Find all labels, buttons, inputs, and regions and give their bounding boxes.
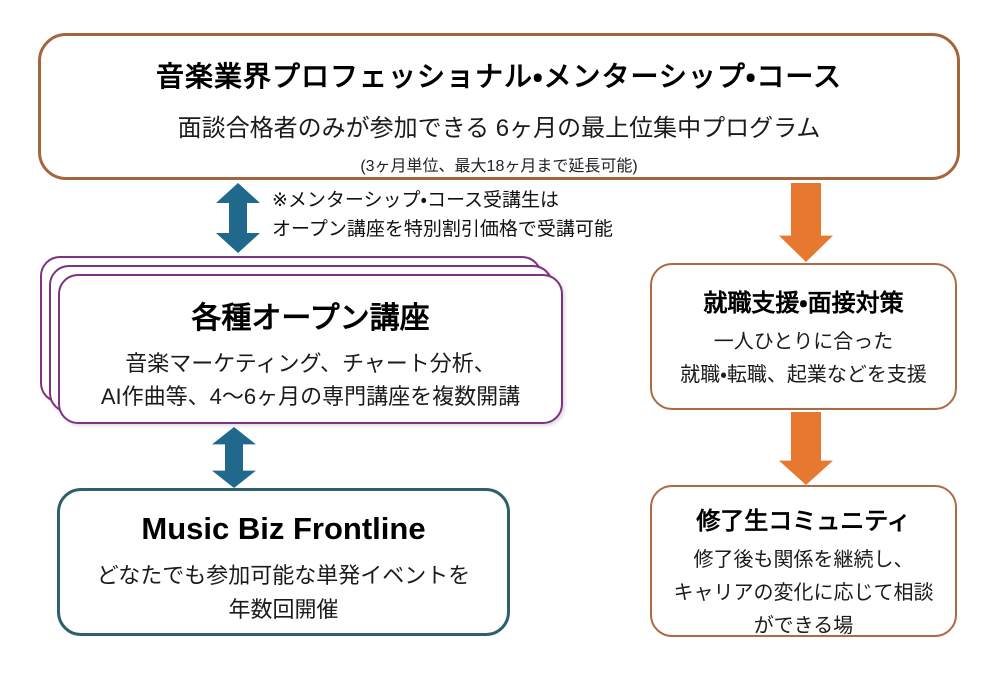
open-courses-body-line2: AI作曲等、4～6ヶ月の専門講座を複数開講 xyxy=(100,384,521,409)
open-courses-title: 各種オープン講座 xyxy=(191,302,430,335)
career-support-box: 就職支援・面接対策 一人ひとりに合った 就職・転職、起業などを支援 xyxy=(650,263,957,410)
career-support-body-line2: 就職・転職、起業などを支援 xyxy=(680,364,927,386)
frontline-event-body-line1: どなたでも参加可能な単発イベントを xyxy=(96,563,471,588)
mentorship-course-note: (3ヶ月単位、最大18ヶ月まで延長可能) xyxy=(360,158,638,175)
frontline-event-box: Music Biz Frontline どなたでも参加可能な単発イベントを 年数… xyxy=(57,488,510,636)
double-arrow-icon xyxy=(216,183,260,253)
alumni-community-body-line3: ができる場 xyxy=(753,615,854,637)
frontline-event-body: どなたでも参加可能な単発イベントを 年数回開催 xyxy=(60,559,507,627)
open-courses-box: 各種オープン講座 音楽マーケティング、チャート分析、 AI作曲等、4～6ヶ月の専… xyxy=(58,274,563,424)
alumni-community-body: 修了後も関係を継続し、 キャリアの変化に応じて相談 ができる場 xyxy=(652,544,955,643)
open-courses-body: 音楽マーケティング、チャート分析、 AI作曲等、4～6ヶ月の専門講座を複数開講 xyxy=(60,347,561,413)
alumni-community-title: 修了生コミュニティ xyxy=(696,508,911,535)
double-arrow-icon xyxy=(212,427,256,488)
mentorship-course-title: 音楽業界プロフェッショナル・メンターシップ・コース xyxy=(155,61,843,92)
open-courses-body-line1: 音楽マーケティング、チャート分析、 xyxy=(125,351,496,376)
career-support-title: 就職支援・面接対策 xyxy=(703,290,904,317)
down-arrow-icon xyxy=(779,183,833,262)
discount-annotation: ※メンターシップ・コース受講生は オープン講座を特別割引価格で受講可能 xyxy=(272,186,613,244)
mentorship-course-subtitle: 面談合格者のみが参加できる 6ヶ月の最上位集中プログラム xyxy=(177,115,821,142)
discount-annotation-line2: オープン講座を特別割引価格で受講可能 xyxy=(272,219,613,240)
alumni-community-body-line2: キャリアの変化に応じて相談 xyxy=(673,582,934,604)
alumni-community-body-line1: 修了後も関係を継続し、 xyxy=(693,549,914,571)
frontline-event-body-line2: 年数回開催 xyxy=(228,597,339,622)
discount-annotation-line1: ※メンターシップ・コース受講生は xyxy=(272,190,560,211)
alumni-community-box: 修了生コミュニティ 修了後も関係を継続し、 キャリアの変化に応じて相談 ができる… xyxy=(650,485,957,637)
career-support-body: 一人ひとりに合った 就職・転職、起業などを支援 xyxy=(652,326,955,392)
frontline-event-title: Music Biz Frontline xyxy=(141,511,426,546)
mentorship-course-box: 音楽業界プロフェッショナル・メンターシップ・コース 面談合格者のみが参加できる … xyxy=(38,33,960,180)
down-arrow-icon xyxy=(779,412,833,485)
career-support-body-line1: 一人ひとりに合った xyxy=(713,331,894,353)
